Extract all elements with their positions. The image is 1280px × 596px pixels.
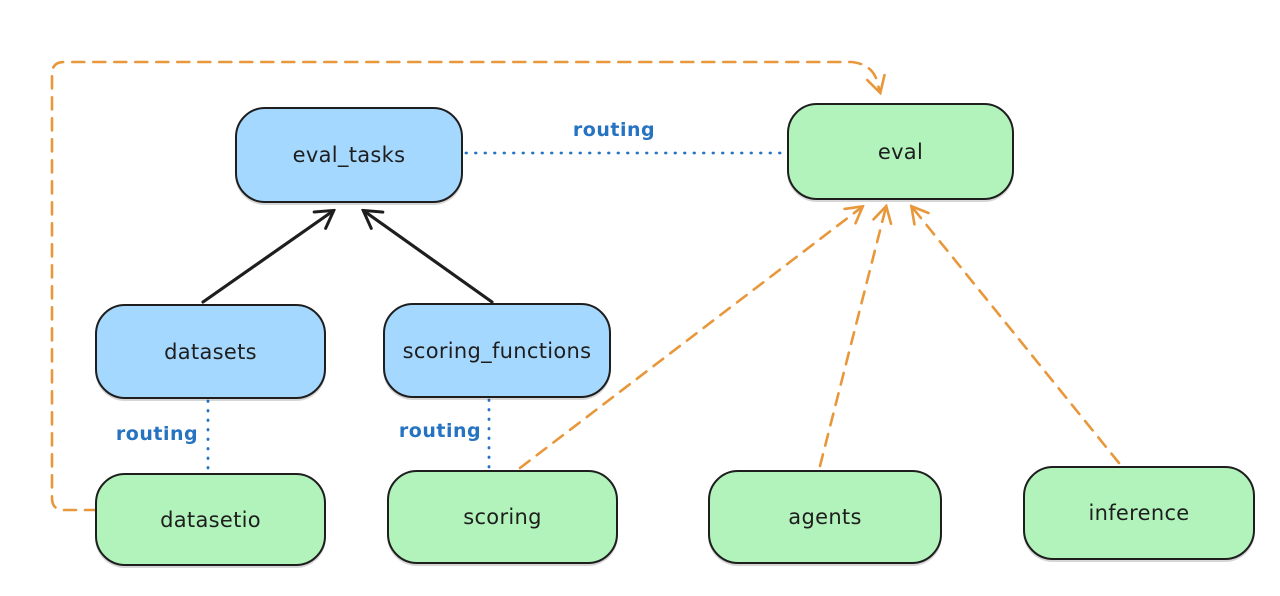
edge-inference-eval <box>912 207 1121 465</box>
node-inference-label: inference <box>1088 501 1190 525</box>
edge-label-routing-scoring_functions-scoring: routing <box>398 420 482 442</box>
edge-scoring_functions-eval_tasks <box>364 211 494 304</box>
node-eval-tasks: eval_tasks <box>235 107 463 203</box>
node-eval-tasks-label: eval_tasks <box>292 143 406 167</box>
node-datasets-label: datasets <box>164 339 257 364</box>
node-datasets: datasets <box>95 304 326 399</box>
edge-datasetio-eval <box>50 60 880 512</box>
node-scoring-functions: scoring_functions <box>383 303 611 398</box>
node-scoring-label: scoring <box>463 505 542 529</box>
node-eval-label: eval <box>877 139 924 164</box>
node-datasetio-label: datasetio <box>160 507 261 532</box>
node-agents-label: agents <box>788 505 862 529</box>
node-datasetio: datasetio <box>95 473 326 566</box>
edge-label-routing-eval_tasks-eval: routing <box>572 119 656 141</box>
edge-label-routing-datasets-datasetio: routing <box>115 423 199 445</box>
node-agents: agents <box>708 470 942 564</box>
node-inference: inference <box>1023 466 1255 560</box>
node-scoring-functions-label: scoring_functions <box>402 338 592 363</box>
edge-scoring-eval <box>518 207 862 470</box>
node-eval: eval <box>787 103 1014 200</box>
edge-agents-eval <box>818 207 886 468</box>
node-scoring: scoring <box>387 470 618 564</box>
edge-datasets-eval_tasks <box>201 211 333 304</box>
